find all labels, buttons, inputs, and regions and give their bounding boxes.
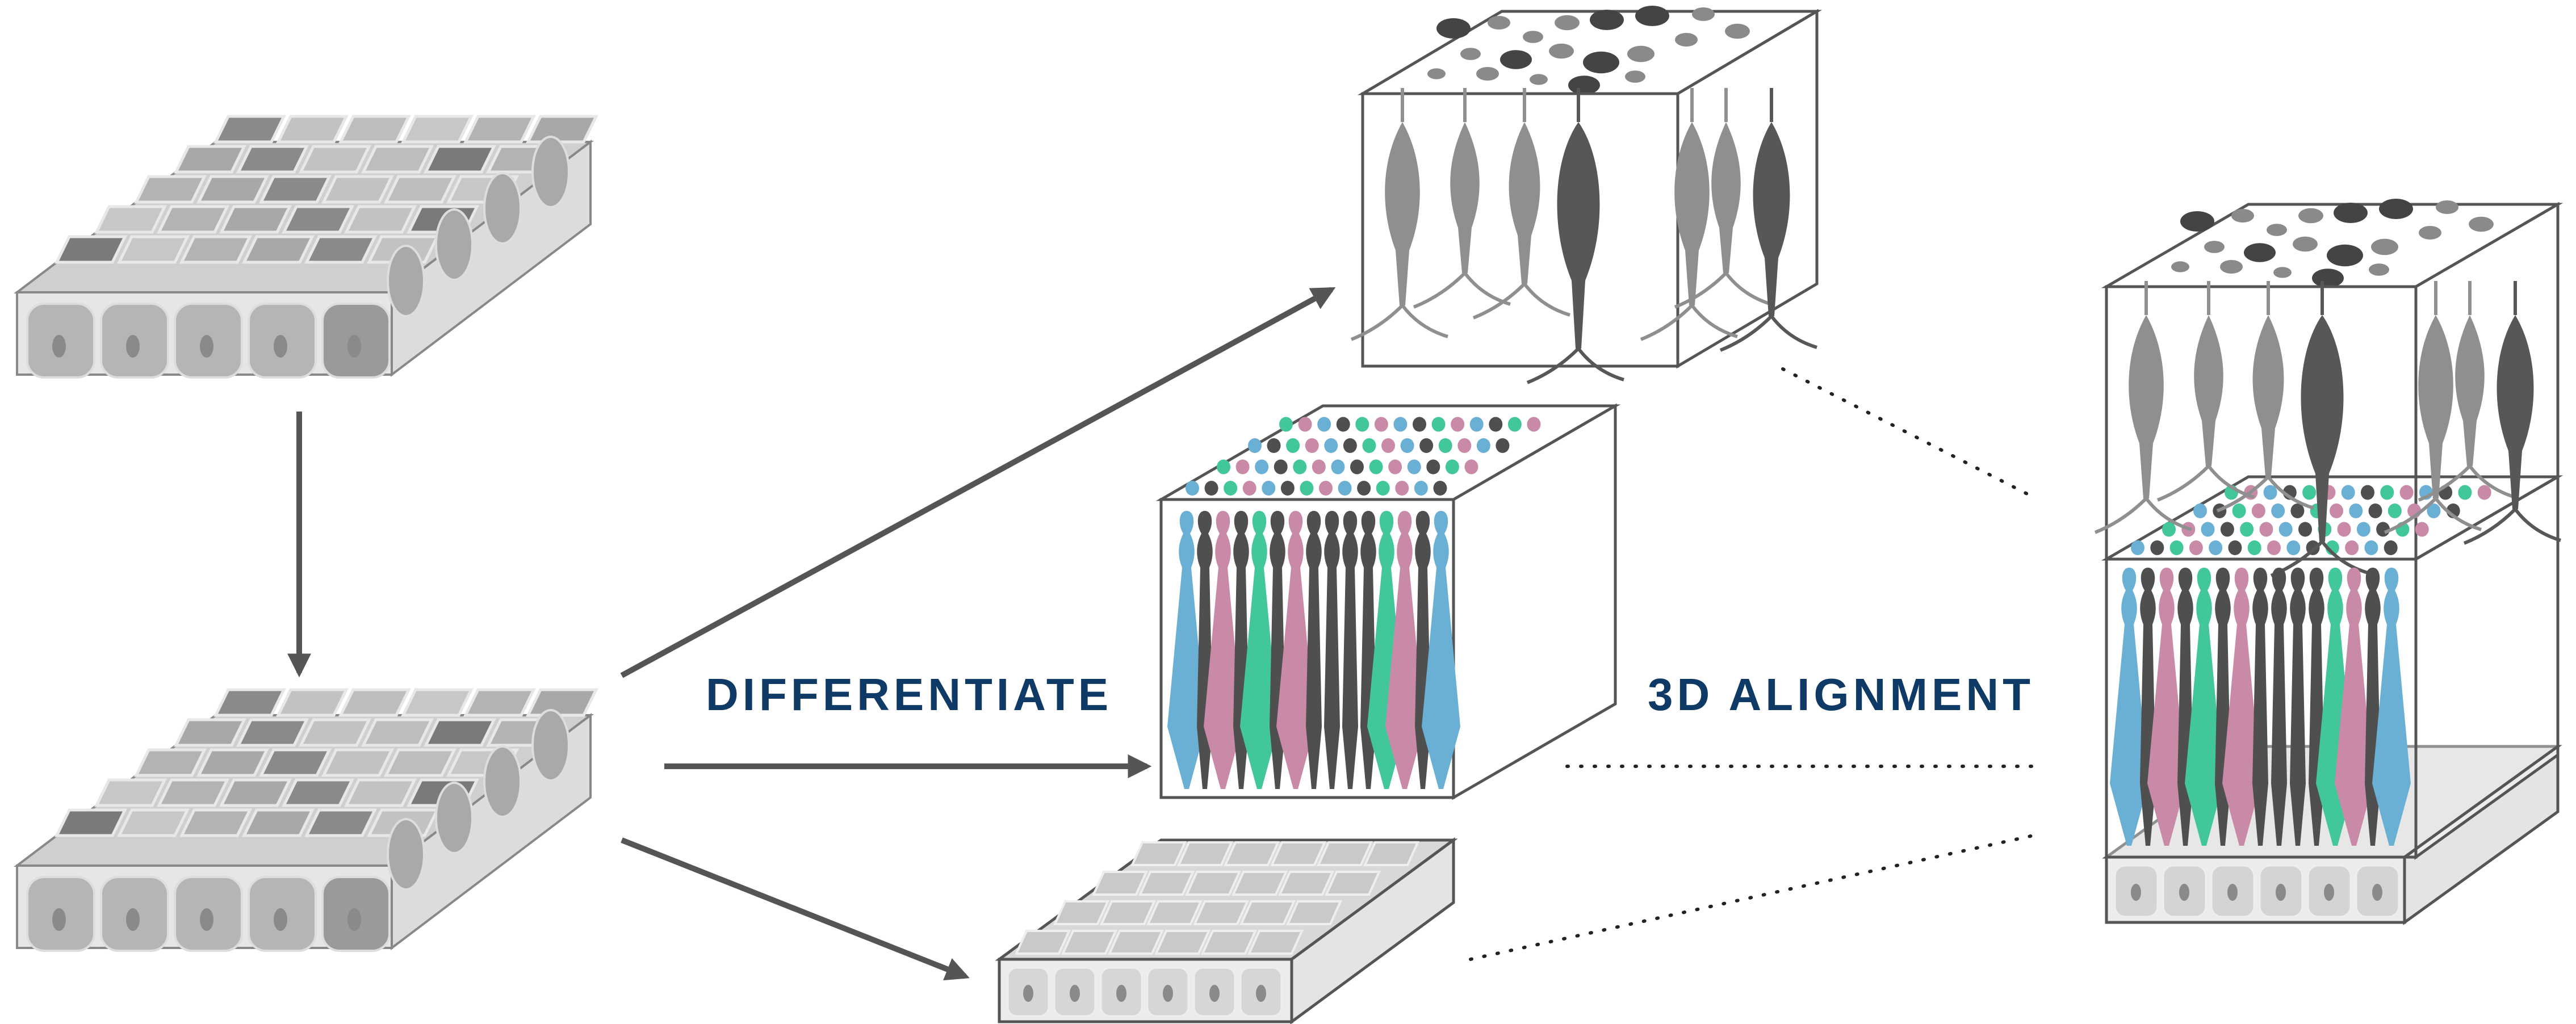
differentiated-sheet-icon — [14, 688, 599, 952]
progenitor-sheet-icon — [14, 115, 599, 379]
epithelium-slab-icon — [995, 837, 1458, 1024]
arrow-to-neuron-cube — [620, 287, 1336, 678]
alignment-guides — [1469, 367, 2040, 961]
neuron-cube-icon — [1350, 6, 1823, 384]
alignment-label: 3D ALIGNMENT — [1648, 669, 2035, 720]
differentiate-label: DIFFERENTIATE — [706, 669, 1113, 720]
aligned-tissue-icon — [2094, 199, 2564, 925]
arrow-to-epithelium-slab — [621, 837, 970, 981]
receptor-cube-icon — [1155, 403, 1621, 800]
